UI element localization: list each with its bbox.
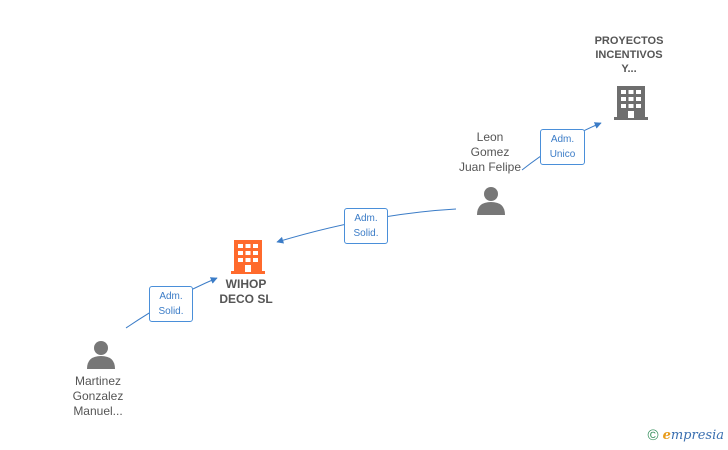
empresia-logo: © empresia [648, 428, 724, 444]
node-label-leon[interactable]: Leon Gomez Juan Felipe [458, 130, 522, 174]
node-label-wihop[interactable]: WIHOP DECO SL [219, 277, 273, 306]
node-label-proyectos[interactable]: PROYECTOS INCENTIVOS Y... [594, 35, 664, 75]
edge-label-adm-solid-leon[interactable]: Adm. Solid. [344, 208, 388, 244]
copyright-icon: © [647, 427, 659, 444]
edge-label-adm-unico[interactable]: Adm. Unico [540, 129, 585, 165]
building-icon[interactable] [614, 84, 648, 125]
node-label-martinez[interactable]: Martinez Gonzalez Manuel... [72, 374, 124, 418]
edge-label-adm-solid-martinez[interactable]: Adm. Solid. [149, 286, 193, 322]
person-icon[interactable] [476, 185, 506, 220]
brand-name: empresia [662, 428, 724, 443]
person-icon[interactable] [86, 339, 116, 374]
building-icon-highlight[interactable] [231, 238, 265, 279]
